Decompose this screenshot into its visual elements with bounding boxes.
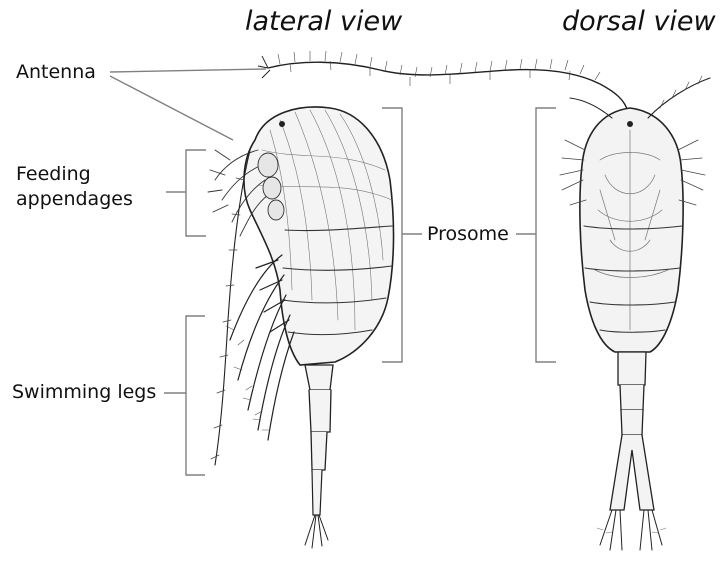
lateral-view-title: lateral view [245, 6, 402, 37]
feeding-label-line1: Feeding [16, 162, 186, 187]
lateral-urosome [305, 365, 333, 390]
feeding-label-line2: appendages [16, 187, 186, 212]
lateral-antennule-hanging [215, 150, 250, 465]
lateral-copepod-drawing [208, 107, 394, 548]
feeding-appendages-label: Feeding appendages [16, 162, 186, 212]
dorsal-urosome [618, 352, 646, 385]
dorsal-view-title: dorsal view [562, 6, 716, 37]
antenna-pointer-line [110, 69, 266, 72]
antenna-pointer-line-2 [110, 76, 233, 140]
lateral-caudal-setae [305, 515, 328, 548]
prosome-bracket-dorsal [516, 108, 556, 362]
antenna-main [268, 62, 628, 112]
dorsal-prosome-outline [580, 108, 683, 352]
lateral-body-outline [244, 107, 394, 365]
prosome-label: Prosome [424, 222, 512, 247]
dorsal-copepod-drawing [560, 76, 710, 550]
antenna-label: Antenna [16, 60, 96, 85]
dorsal-caudal-setae [600, 510, 662, 550]
antenna-drawing [258, 51, 628, 112]
swimming-legs-bracket [164, 316, 205, 475]
swimming-legs-label: Swimming legs [12, 380, 156, 405]
